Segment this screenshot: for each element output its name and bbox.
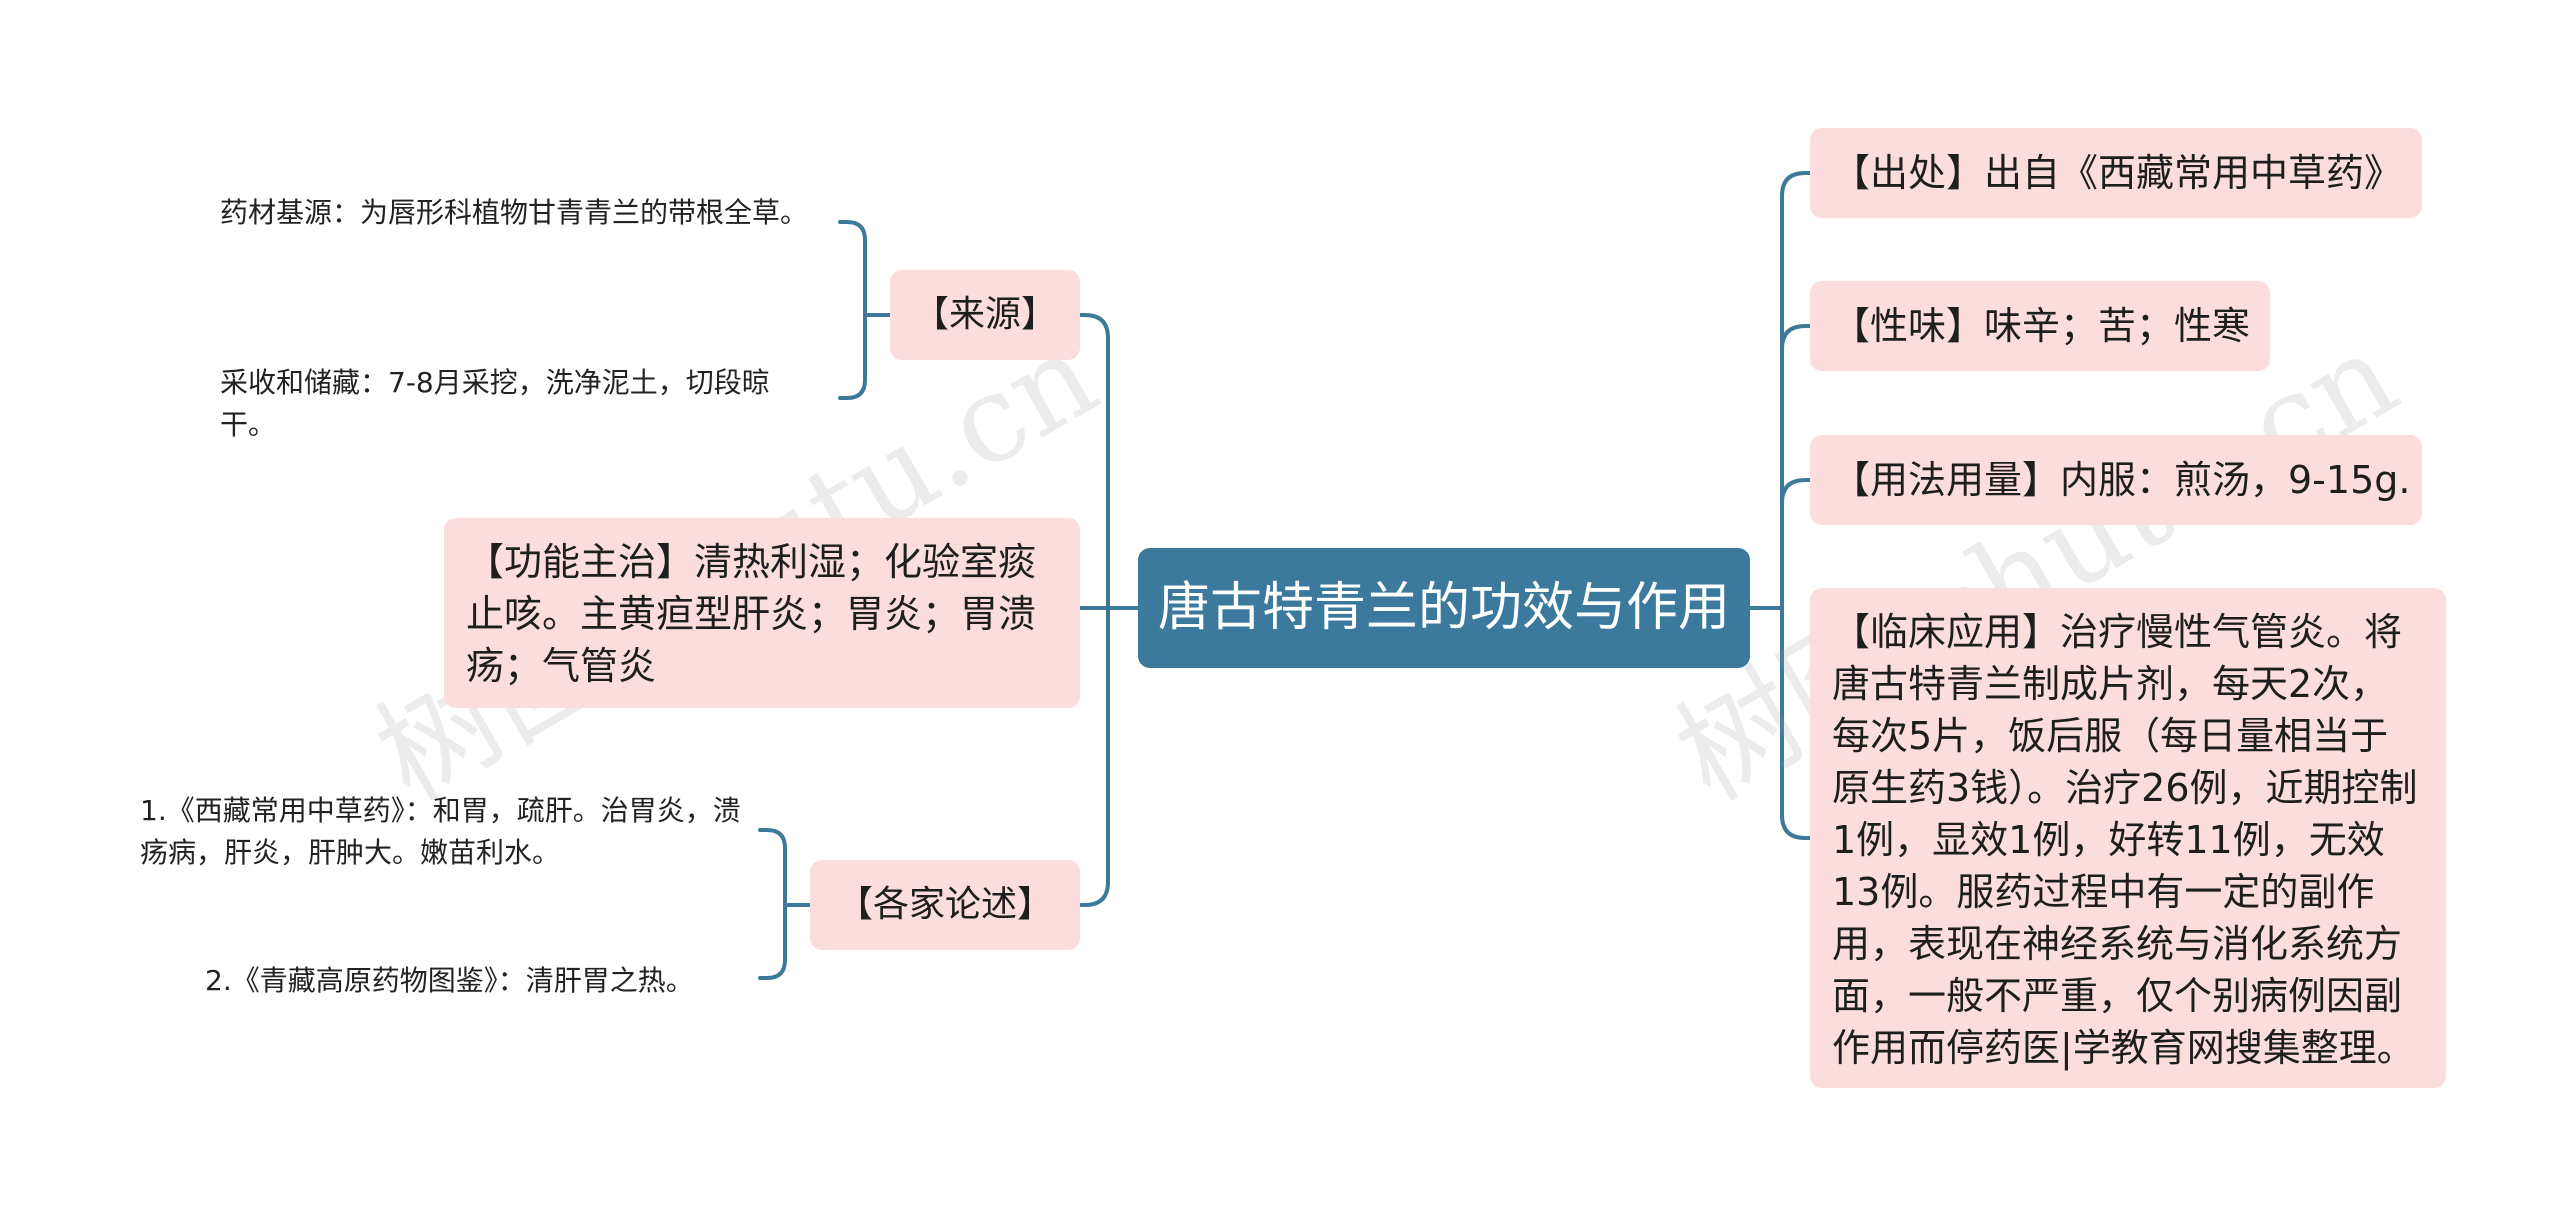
function-node[interactable]: 【功能主治】清热利湿；化验室痰止咳。主黄疸型肝炎；胃炎；胃溃疡；气管炎 — [444, 518, 1080, 708]
edge-to-clinical — [1780, 813, 1812, 840]
nature-node[interactable]: 【性味】味辛；苦；性寒 — [1810, 281, 2270, 371]
usage-node[interactable]: 【用法用量】内服：煎汤，9-15g. — [1810, 435, 2422, 525]
center-node[interactable]: 唐古特青兰的功效与作用 — [1138, 548, 1750, 668]
origin-node[interactable]: 【出处】出自《西藏常用中草药》 — [1810, 128, 2422, 218]
edge-source-bracket — [838, 220, 892, 400]
edge-opinions-bracket — [758, 828, 812, 980]
edge-to-usage — [1780, 478, 1812, 505]
source-node[interactable]: 【来源】 — [890, 270, 1080, 360]
edge-to-origin — [1780, 171, 1812, 198]
source-item-basis[interactable]: 药材基源：为唇形科植物甘青青兰的带根全草。 — [220, 196, 809, 229]
edge-to-nature — [1780, 324, 1812, 351]
opinion-item-1[interactable]: 1.《西藏常用中草药》：和胃，疏肝。治胃炎，溃疡病，肝炎，肝肿大。嫩苗利水。 — [140, 794, 741, 869]
opinion-item-2[interactable]: 2.《青藏高原药物图鉴》：清肝胃之热。 — [205, 964, 694, 997]
edge-to-source — [1078, 313, 1110, 340]
source-item-harvest[interactable]: 采收和储藏：7-8月采挖，洗净泥土，切段晾干。 — [220, 366, 770, 441]
clinical-node[interactable]: 【临床应用】治疗慢性气管炎。将唐古特青兰制成片剂，每天2次，每次5片，饭后服（每… — [1810, 588, 2446, 1088]
edge-to-opinions — [1078, 880, 1110, 907]
opinions-node[interactable]: 【各家论述】 — [810, 860, 1080, 950]
